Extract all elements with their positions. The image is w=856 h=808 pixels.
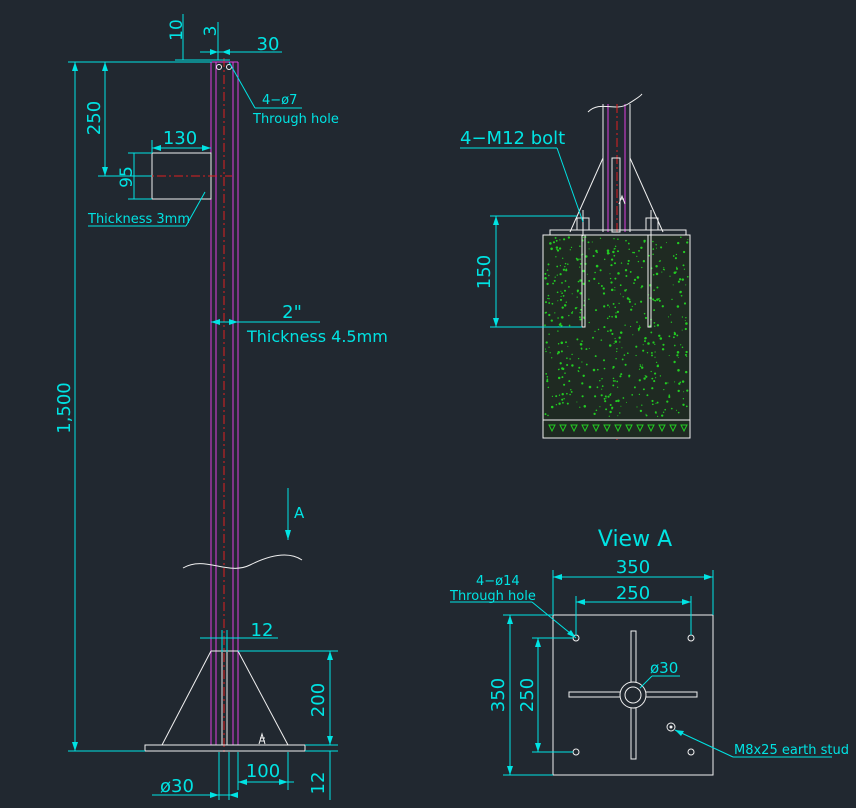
center-hole-note: ø30 [650,659,678,677]
dim-top-3: 3 [201,26,221,37]
top-hole-note-count: 4−ø7 [262,93,297,108]
earth-stud [666,722,676,732]
top-hole-left [216,64,222,70]
top-hole-note-type: Through hole [252,112,339,127]
dim-bracket-250: 250 [84,101,105,135]
dim-top-30: 30 [257,34,280,55]
dim-hole-width-250: 250 [616,583,650,604]
dim-bracket-130: 130 [163,128,197,149]
dim-plate-12: 12 [308,772,329,795]
plate-outline [552,614,714,776]
concrete-aggregate [544,236,689,417]
gusset-right [237,650,289,746]
pipe-thickness-label: Thickness 4.5mm [246,327,388,346]
dim-bottom-dia30: ø30 [160,776,194,797]
earth-stud-note: M8x25 earth stud [734,743,849,758]
dim-top-10: 10 [167,19,187,41]
pole-elevation-view: 10 3 30 4−ø7 Through hole 1,500 250 [54,14,388,800]
bolt-note: 4−M12 bolt [460,128,565,149]
dim-plate-width-350: 350 [616,557,650,578]
break-line [182,554,303,569]
center-pipe-inner [624,686,642,704]
center-pipe-outer [619,681,647,709]
plate-hole-note-count: 4−ø14 [476,574,520,589]
plate-hole-tr [687,634,695,642]
dim-embed-150: 150 [474,255,495,289]
base-plate [144,744,306,752]
pipe-size-label: 2" [282,302,302,323]
gravel-layer [548,424,688,433]
dim-gusset-12: 12 [251,620,274,641]
section-marker-a: A [294,504,305,522]
earth-stud-icon [258,732,266,745]
concrete-block [542,234,691,439]
view-a-title: View A [598,527,672,552]
dim-bracket-95: 95 [117,166,137,188]
view-a-plan: View A M8x25 earth stud ø30 4−ø14 Throug… [449,527,849,776]
foundation-break-line [587,93,643,113]
dim-plate-height-350: 350 [488,678,509,712]
dim-base-100: 100 [246,761,280,782]
anchor-bolt-right [647,234,652,328]
gusset-left [161,650,212,746]
foundation-section-view: 4−M12 bolt 150 [460,93,691,440]
plate-hole-bl [572,748,580,756]
bracket-thickness-note: Thickness 3mm [87,212,190,227]
plate-hole-br [687,748,695,756]
dim-hole-height-250: 250 [517,678,538,712]
dim-gusset-200: 200 [308,683,329,717]
plate-hole-note-type: Through hole [449,589,536,604]
dim-overall-1500: 1,500 [54,382,75,434]
